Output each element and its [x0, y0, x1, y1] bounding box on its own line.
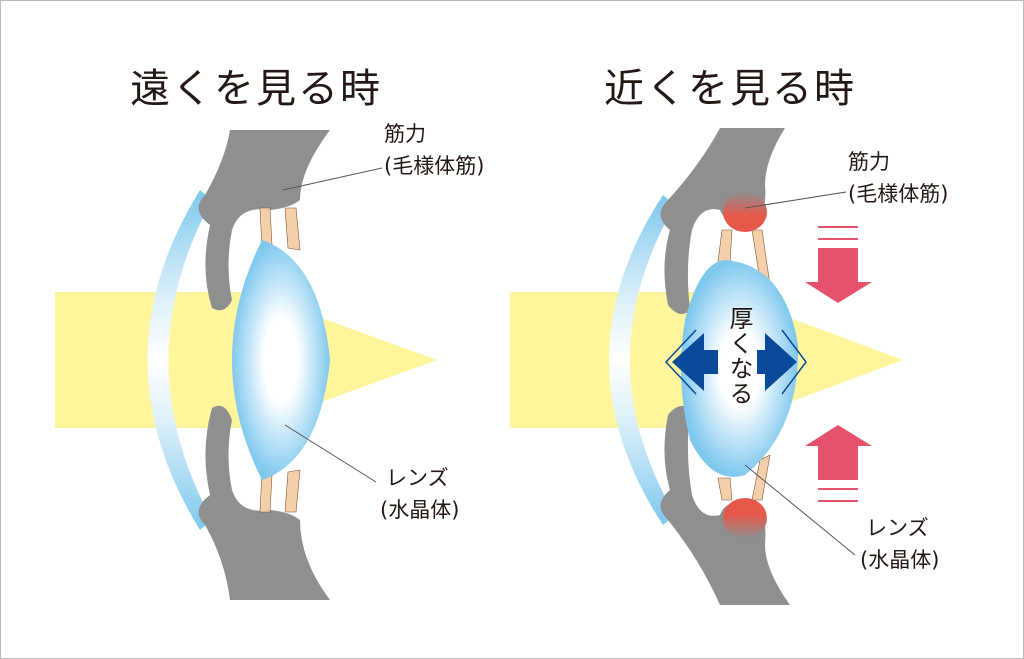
lens-label: レンズ: [866, 516, 929, 540]
thicken-label: 厚くなる: [725, 306, 753, 406]
ciliary-muscle-contracted: [723, 498, 767, 538]
far-lens-label: レンズ (水晶体): [380, 462, 459, 526]
cornea: [609, 195, 675, 525]
lens-sublabel: (水晶体): [380, 498, 460, 522]
muscle-sublabel: (毛様体筋): [384, 154, 485, 178]
far-lens: [232, 240, 330, 480]
upper-tissue: [660, 128, 785, 314]
far-title: 遠くを見る時: [130, 66, 382, 112]
muscle-sublabel: (毛様体筋): [848, 182, 949, 206]
lens-leader: [284, 424, 377, 483]
far-eye: [55, 130, 437, 600]
force-arrow-up: [805, 425, 872, 502]
near-lens: [681, 260, 799, 477]
ciliary-muscle-contracted: [723, 192, 767, 232]
muscle-label: 筋力: [384, 122, 426, 146]
near-muscle-label: 筋力 (毛様体筋): [848, 146, 948, 210]
muscle-label: 筋力: [848, 150, 890, 174]
cornea: [147, 190, 212, 530]
expand-arrow-left: [664, 329, 718, 395]
muscle-leader: [282, 167, 383, 191]
upper-tissue: [198, 130, 330, 311]
lens-leader: [744, 464, 856, 556]
force-arrow-down: [805, 226, 872, 303]
expand-arrow-right: [757, 329, 807, 395]
near-eye: [510, 128, 903, 605]
lens-label: レンズ: [386, 466, 449, 490]
far-muscle-label: 筋力 (毛様体筋): [384, 118, 484, 182]
near-title: 近くを見る時: [604, 66, 856, 112]
lens-sublabel: (水晶体): [860, 548, 940, 572]
near-lens-label: レンズ (水晶体): [860, 512, 939, 576]
lower-tissue: [198, 405, 330, 600]
muscle-leader: [744, 191, 847, 209]
lower-tissue: [660, 406, 790, 605]
